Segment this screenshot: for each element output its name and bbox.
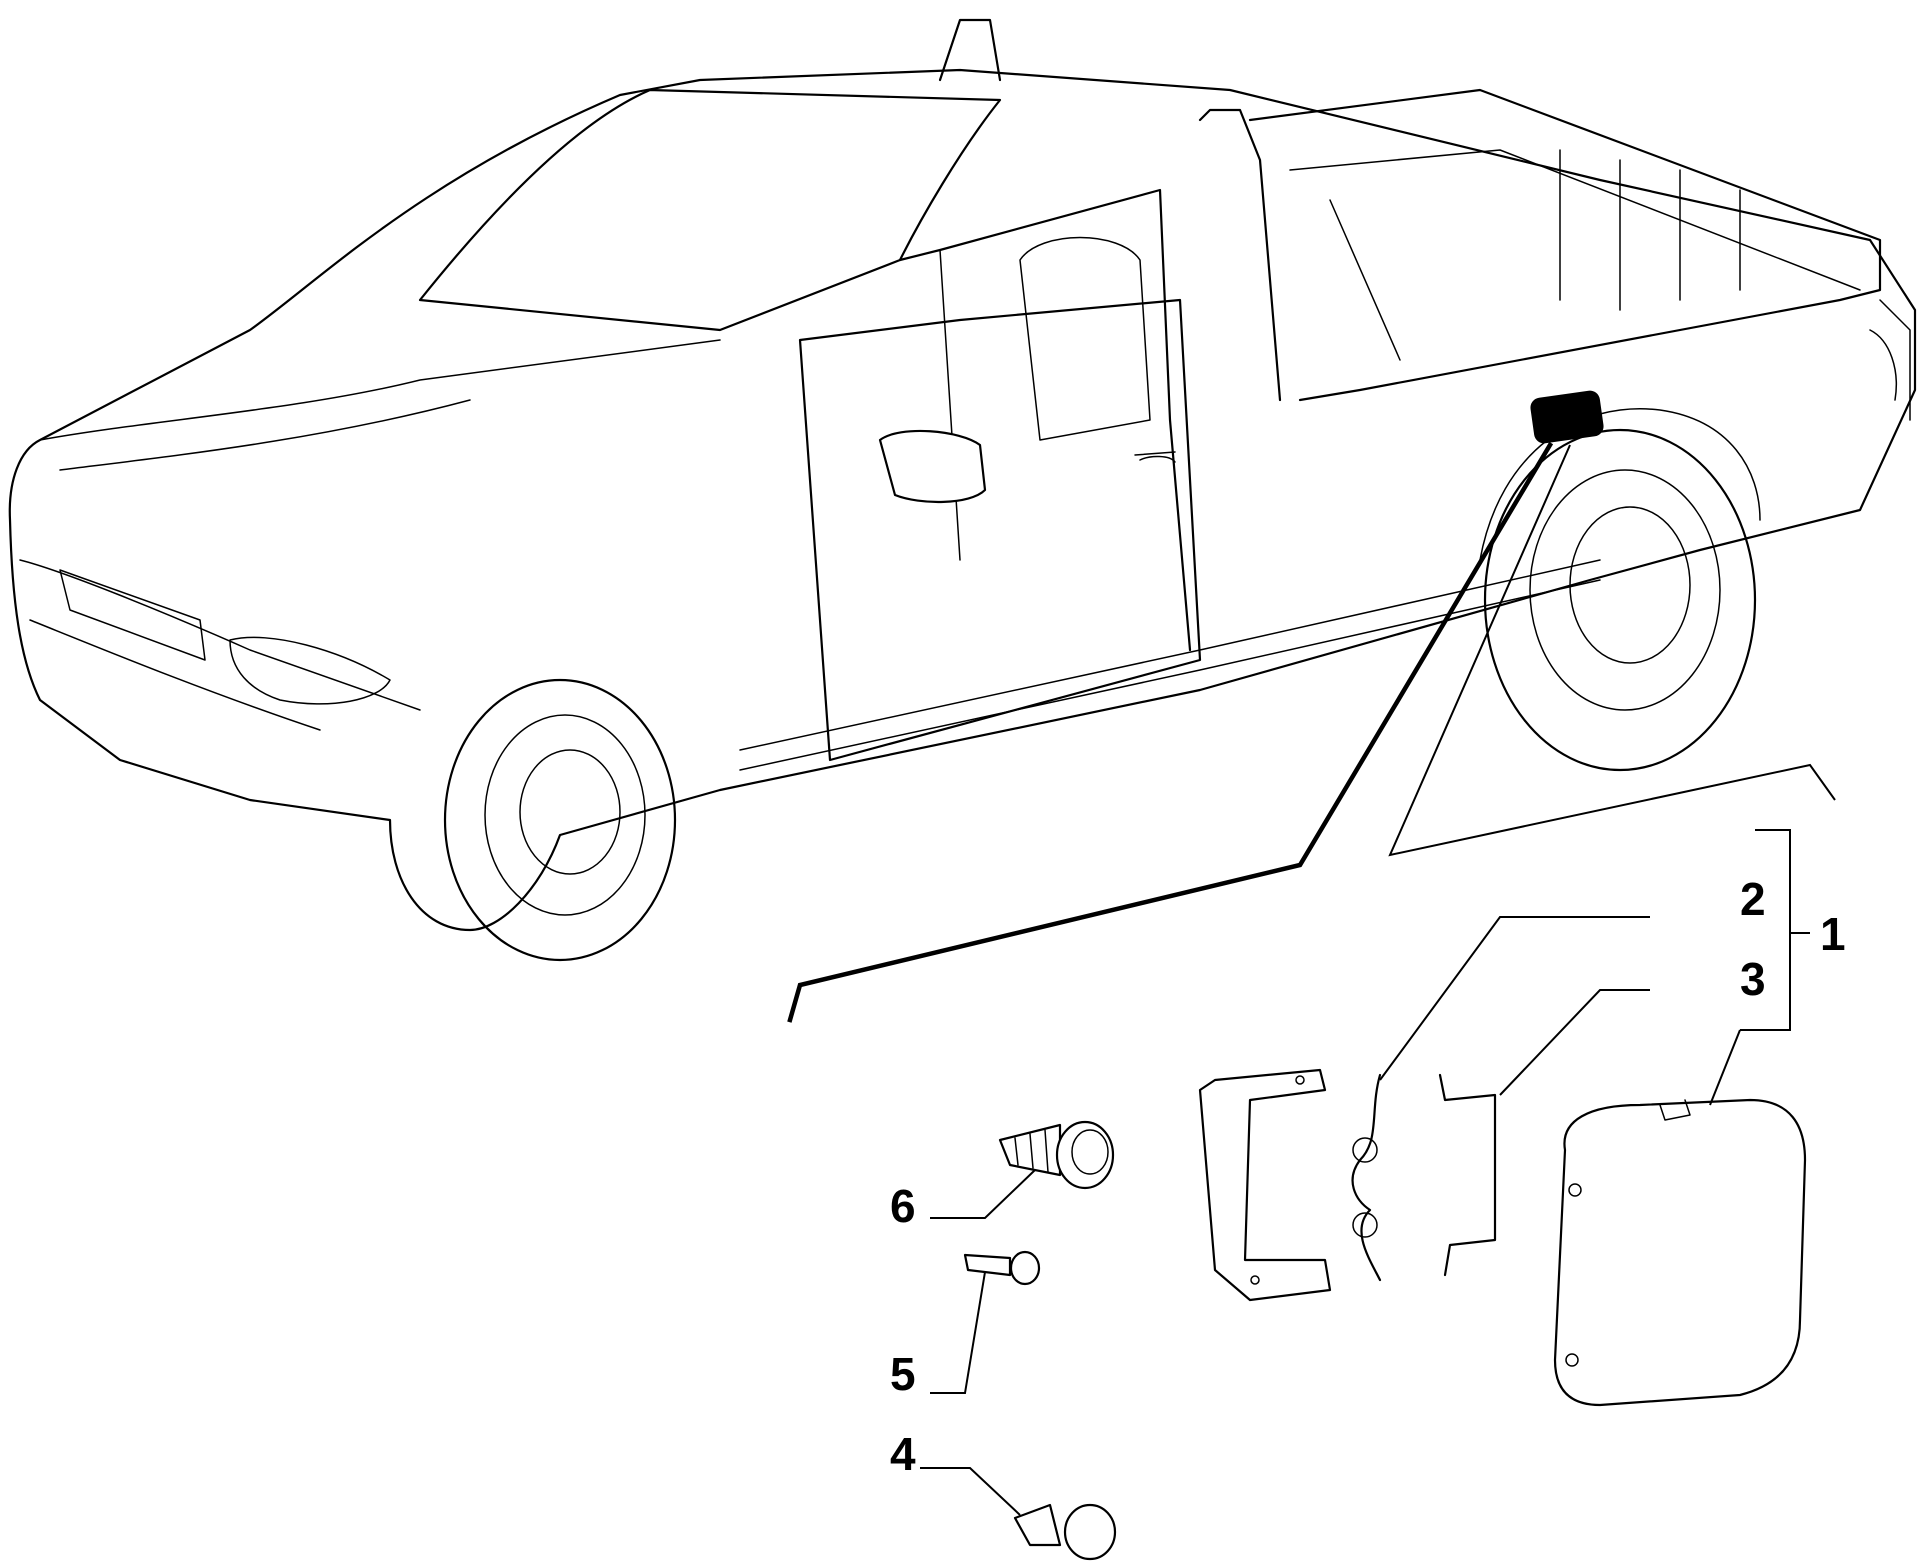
rear-wheel	[1483, 428, 1757, 772]
callout-3: 3	[1740, 953, 1766, 1005]
detail-pointer	[787, 441, 1836, 1023]
front-wheel	[443, 678, 677, 962]
callout-2: 2	[1740, 873, 1766, 925]
callout-6: 6	[890, 1180, 916, 1232]
pickup-truck-illustration	[8, 18, 1917, 962]
callout-leaders	[920, 829, 1810, 1516]
buffer	[1013, 1503, 1117, 1561]
callout-labels: 1 2 3 4 5 6	[890, 873, 1846, 1480]
mounting-bracket	[1198, 1068, 1332, 1302]
fuel-filler-flap-location	[1530, 390, 1604, 444]
rod	[1438, 1073, 1497, 1277]
fuel-filler-flap	[1553, 1098, 1807, 1407]
callout-5: 5	[890, 1348, 916, 1400]
callout-4: 4	[890, 1428, 916, 1480]
screw	[998, 1120, 1115, 1190]
bolt	[963, 1250, 1041, 1286]
callout-1: 1	[1820, 908, 1846, 960]
spring-clip	[1351, 1073, 1382, 1282]
